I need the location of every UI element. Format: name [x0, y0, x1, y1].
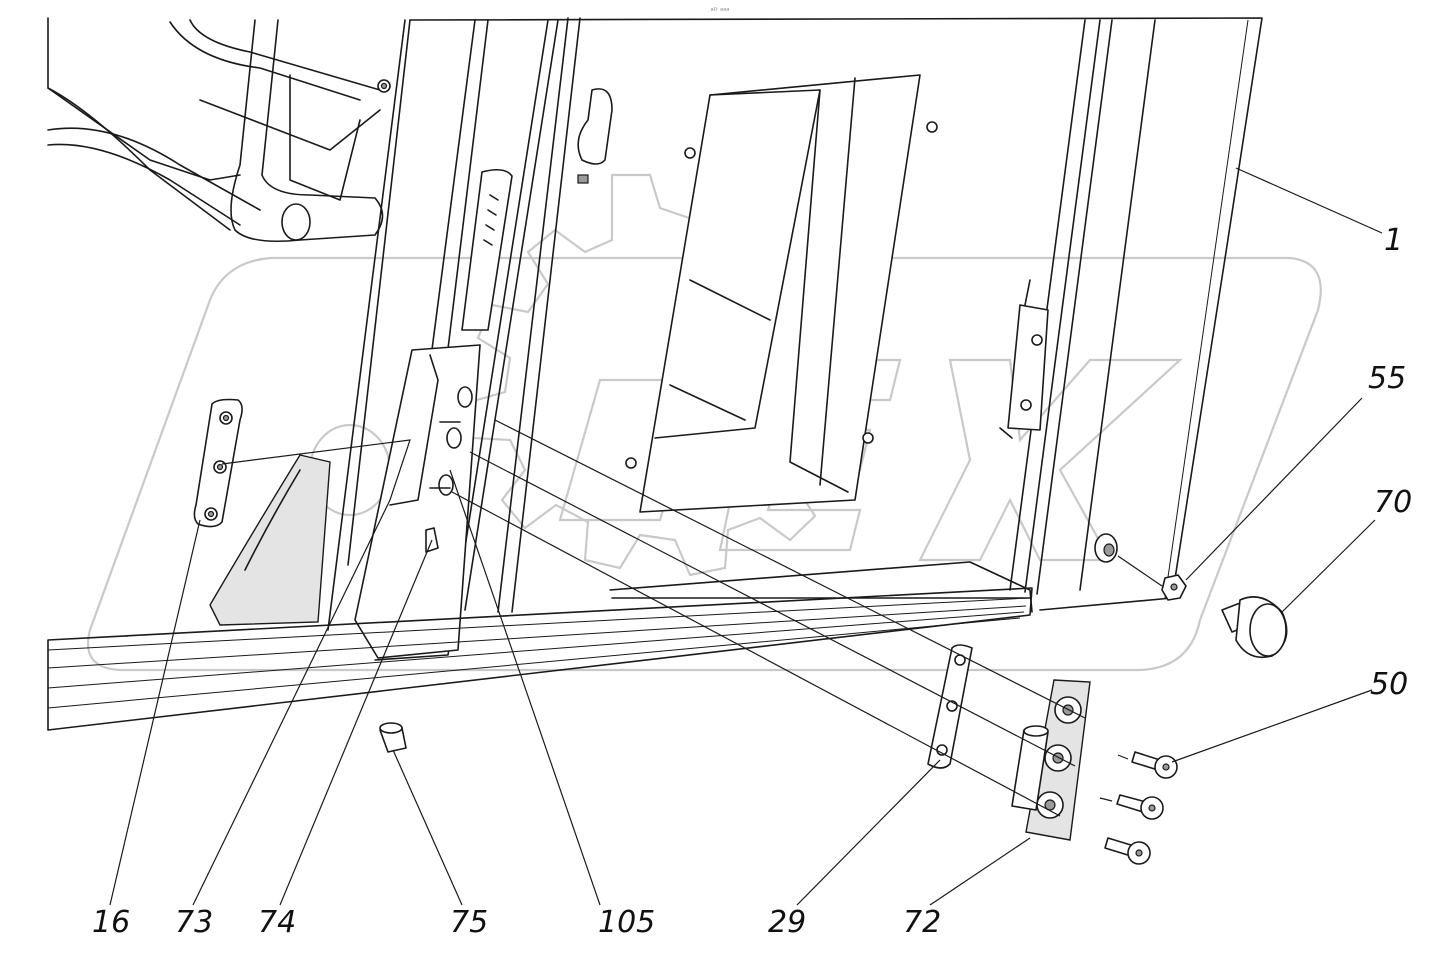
callout-50: 50	[1370, 667, 1408, 702]
part-50-screws	[1104, 751, 1178, 865]
part-29-plate	[927, 644, 973, 769]
door-post	[327, 19, 559, 661]
part-16-hinge-strap	[193, 398, 243, 528]
callout-75: 75	[450, 905, 488, 940]
callout-73: 73	[175, 905, 213, 940]
lower-bracket	[209, 454, 331, 626]
callout-1: 1	[1384, 223, 1403, 258]
leader-lines	[109, 167, 1383, 906]
header-mark: ᵃᴰ ᵃᵃᵃ	[711, 6, 730, 15]
callout-72: 72	[903, 905, 941, 940]
callout-74: 74	[258, 905, 296, 940]
callout-labels: 1 55 70 50 16 73 74 75 105 29 72	[92, 223, 1412, 940]
callout-55: 55	[1368, 361, 1406, 396]
door-panel	[409, 17, 1263, 613]
callout-70: 70	[1374, 485, 1412, 520]
callout-29: 29	[768, 905, 806, 940]
callout-105: 105	[598, 905, 655, 940]
frame-left-structure	[47, 17, 391, 243]
part-72-hinge-leaf	[1011, 679, 1091, 841]
callout-16: 16	[92, 905, 130, 940]
part-55-nut	[1094, 533, 1187, 601]
part-75-plug	[379, 722, 407, 753]
part-70-knob	[1221, 596, 1288, 659]
bottom-sill	[47, 587, 1033, 731]
